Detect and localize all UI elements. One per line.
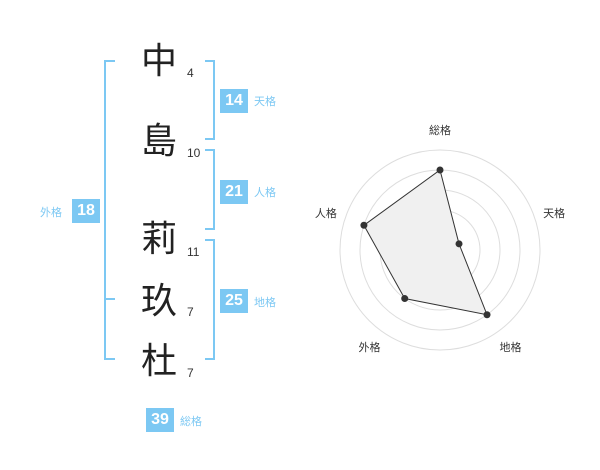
soukaku-value: 39 [146,408,174,432]
radar-axis-label-1: 総格 [429,123,451,137]
soukaku-label: 総格 [180,415,202,428]
chikaku-label: 地格 [254,296,276,309]
gaikaku-label: 外格 [40,206,62,219]
radar-axis-label-5: 人格 [315,206,337,220]
radar-area [363,169,488,316]
radar-point-4 [401,295,409,303]
radar-axis-label-2: 天格 [543,206,565,220]
radar-points [360,166,491,319]
name-char-4: 玖 [140,281,177,322]
radar-point-3 [483,311,491,319]
tenkaku-value: 14 [220,89,248,113]
radar-point-1 [436,166,444,174]
jinkaku-label: 人格 [254,186,276,199]
gaikaku-bracket [104,60,115,360]
stroke-count-2: 10 [187,146,201,160]
chikaku-value: 25 [220,289,248,313]
stroke-count-3: 11 [187,245,200,259]
jinkaku-value: 21 [220,180,248,204]
tenkaku-bracket [205,60,215,140]
stroke-count-1: 4 [187,66,194,80]
radar-point-5 [360,221,368,229]
radar-ring-5 [339,149,541,351]
jinkaku-bracket [205,149,215,230]
name-char-1: 中 [140,41,177,82]
radar-axis-label-3: 地格 [500,340,522,354]
chikaku-bracket [205,239,215,360]
stroke-count-5: 7 [187,366,194,380]
gaikaku-value: 18 [72,199,100,223]
radar-point-2 [455,240,463,248]
stroke-count-4: 7 [187,305,194,319]
radar-axis-label-4: 外格 [359,340,381,354]
name-char-2: 島 [140,121,177,162]
name-char-3: 莉 [140,219,177,260]
name-char-5: 杜 [140,341,177,382]
tenkaku-label: 天格 [254,95,276,108]
